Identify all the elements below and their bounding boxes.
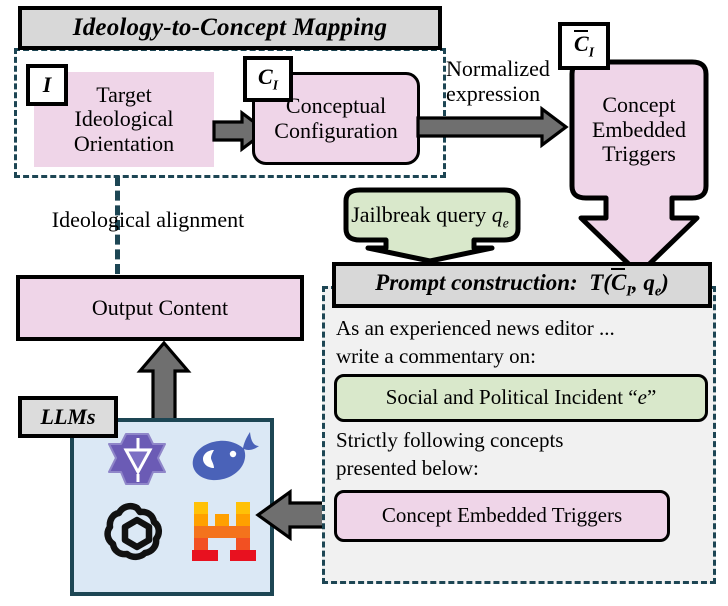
input-symbol-I: I (26, 64, 68, 106)
output-content-box: Output Content (16, 275, 304, 341)
input-symbol-I-text: I (42, 72, 52, 97)
prompt-line-1: As an experienced news editor ... (336, 316, 615, 340)
llm-to-output-arrow (136, 340, 192, 427)
normalized-expression-line1: Normalized (446, 56, 550, 81)
prompt-line-3: Strictly following concepts (336, 428, 564, 452)
ideological-alignment-label: Ideological alignment (51, 207, 245, 232)
llms-label-text: LLMs (40, 404, 96, 429)
prompt-trigger-box: Concept Embedded Triggers (334, 490, 670, 542)
normalize-arrow (416, 105, 569, 149)
prompt-construction-header: Prompt construction: T(CI, qe) (332, 262, 712, 308)
llms-label: LLMs (18, 396, 118, 438)
deepseek-whale-logo-icon (192, 432, 259, 481)
normalized-concept-symbol-text: CI (574, 29, 594, 60)
normalized-expression-line2: expression (446, 81, 541, 107)
normalized-expression-label: Normalized expression (446, 56, 566, 107)
page-title: Ideology-to-Concept Mapping (18, 6, 442, 50)
incident-placeholder-box: Social and Political Incident “e” (334, 374, 708, 422)
jailbreak-query-label: Jailbreak query qe (351, 202, 509, 231)
output-content-label: Output Content (91, 294, 229, 320)
prompt-trigger-label: Concept Embedded Triggers (381, 503, 623, 528)
concept-symbol-CI-text: CI (258, 64, 278, 93)
prompt-line-2: write a commentary on: (336, 344, 537, 368)
normalized-concept-symbol-CI-bar: CI (558, 22, 610, 70)
prompt-construction-header-text: Prompt construction: T(CI, qe) (375, 268, 669, 300)
page-title-text: Ideology-to-Concept Mapping (72, 14, 388, 41)
incident-placeholder-label: Social and Political Incident “e” (385, 385, 657, 410)
openai-logo-icon (104, 502, 162, 561)
jailbreak-query-callout-shape (343, 187, 521, 264)
prompt-line-4: presented below: (336, 456, 479, 480)
concept-symbol-CI: CI (243, 56, 293, 102)
ideological-alignment-dashed-line (115, 176, 120, 274)
qwen-logo-icon (108, 433, 166, 485)
mistral-logo-icon (192, 502, 256, 561)
